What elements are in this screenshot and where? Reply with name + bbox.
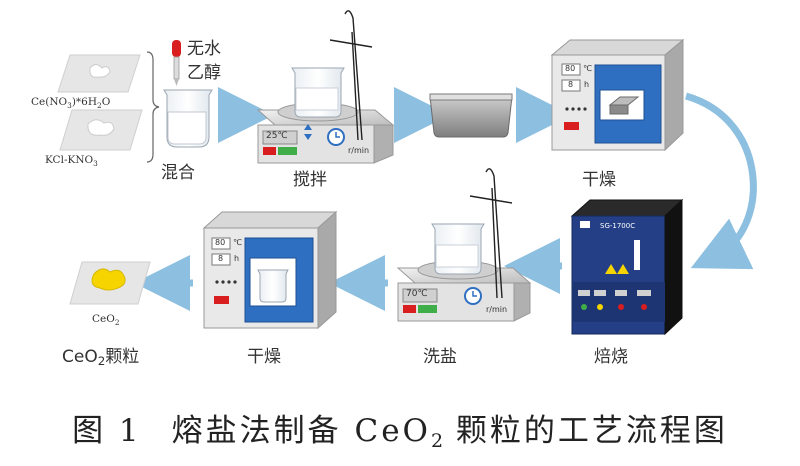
ceo2-product-card <box>69 261 151 305</box>
oven-2-temp-unit: ℃ <box>233 238 242 247</box>
product-card-label: CeO2 <box>92 313 120 327</box>
crucible-boat-icon <box>429 93 513 138</box>
dropper-label-line-1: 无水 <box>187 39 221 59</box>
reagent-2-label: KCl-KNO3 <box>45 154 98 168</box>
dropper-icon <box>172 40 181 86</box>
mixing-beaker-icon <box>163 89 213 148</box>
process-diagram: Ce(NO3)*6H2O KCl-KNO3 无水 乙醇 混合 搅拌 干燥 焙烧 … <box>31 10 757 368</box>
drying-oven-2 <box>202 210 338 330</box>
oven-1-temp-unit: ℃ <box>583 64 592 73</box>
drying-oven-1 <box>550 38 685 152</box>
bracket <box>146 51 160 163</box>
furnace-brand: SG-1700C <box>600 222 636 230</box>
oven-2-temp: 80 <box>215 238 226 247</box>
step-label-mix: 混合 <box>161 163 195 183</box>
process-flow-canvas <box>57 10 757 336</box>
magnetic-stirrer-2 <box>396 168 532 322</box>
reagent-card-ce-nitrate <box>57 54 141 93</box>
stirrer-1-temp: 25℃ <box>266 131 288 141</box>
magnetic-stirrer-1 <box>256 10 395 164</box>
step-label-dry-1: 干燥 <box>582 170 616 190</box>
stirrer-2-unit: r/min <box>486 305 508 314</box>
oven-2-time-unit: h <box>234 254 240 263</box>
oven-1-temp: 80 <box>565 64 576 73</box>
step-label-stir: 搅拌 <box>293 170 327 190</box>
reagent-card-kcl-kno3 <box>59 109 143 151</box>
step-label-product: CeO2颗粒 <box>62 347 140 368</box>
oven-1-time: 8 <box>568 80 574 89</box>
oven-2-time: 8 <box>218 254 224 263</box>
stirrer-1-unit: r/min <box>348 146 370 155</box>
step-label-wash: 洗盐 <box>423 347 457 367</box>
step-label-dry-2: 干燥 <box>247 347 281 367</box>
muffle-furnace <box>570 198 684 336</box>
dropper-label-line-2: 乙醇 <box>187 63 221 83</box>
oven-1-time-unit: h <box>584 80 590 89</box>
stirrer-2-temp: 70℃ <box>406 289 428 299</box>
step-label-calcine: 焙烧 <box>594 347 628 367</box>
flow-arrow-curve <box>685 92 757 270</box>
reagent-1-label: Ce(NO3)*6H2O <box>31 96 111 110</box>
